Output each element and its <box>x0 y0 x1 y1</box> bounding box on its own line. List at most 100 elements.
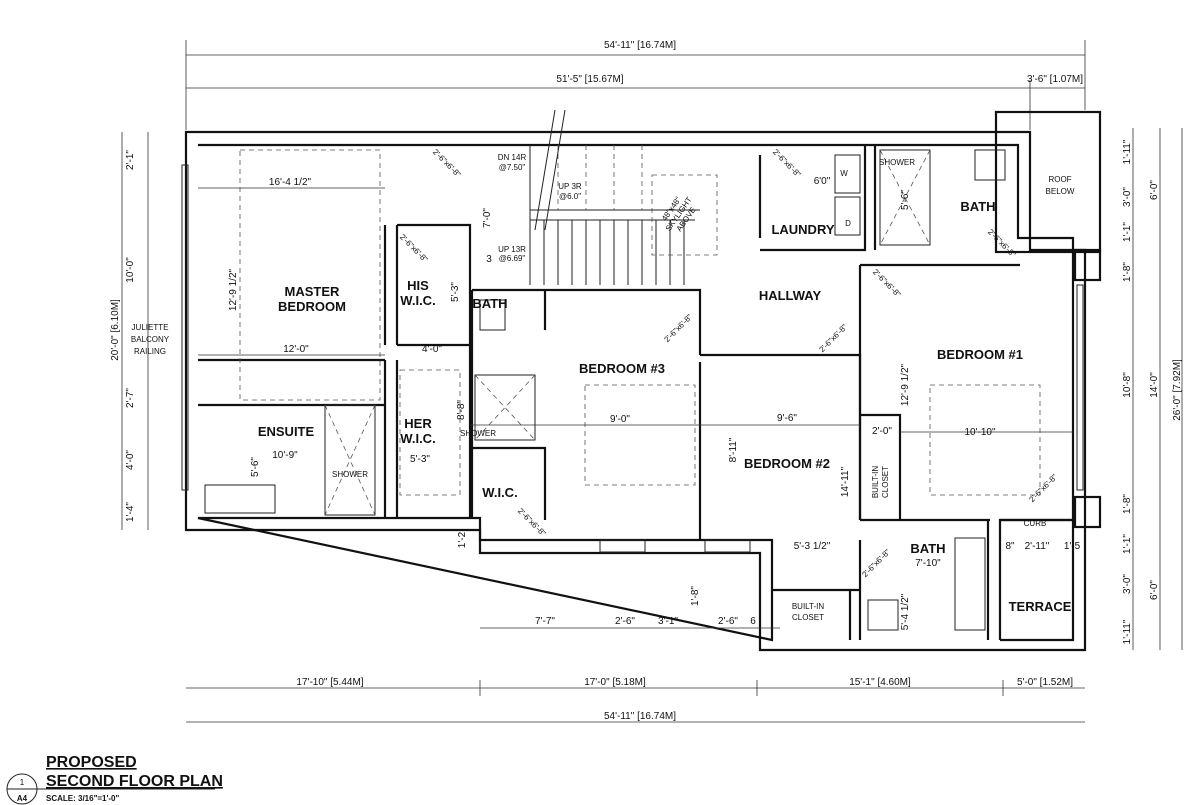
door-tag: 2'-6"x6'-8" <box>1027 472 1059 504</box>
stair-up2-2: @6.69" <box>499 254 526 263</box>
stair-notes: DN 14R @7.50" UP 3R @6.0" UP 13R @6.69" … <box>498 153 698 263</box>
dim-bottom-inner-2: 2'-6" <box>615 616 635 627</box>
dim-stair-d: 7'-0" <box>482 208 493 228</box>
top-dimensions: 54'-11" [16.74M] 51'-5" [15.67M] 3'-6" [… <box>185 40 1086 130</box>
dim-top-right: 3'-6" [1.07M] <box>1027 74 1083 85</box>
dim-left-4: 4'-0" <box>125 450 136 470</box>
door-tag: 2'-6"x6'-8" <box>871 267 903 299</box>
dim-bed3-w: 9'-0" <box>610 414 630 425</box>
room-labels: MASTER BEDROOM HIS W.I.C. HER W.I.C. ENS… <box>131 158 1075 622</box>
dim-bottom-1: 17'-10" [5.44M] <box>296 677 363 688</box>
label-his-wic-2: W.I.C. <box>400 293 435 308</box>
door-tag: 2'-6"x6'-8" <box>860 547 892 579</box>
label-built-in-closet-2: BUILT-IN <box>792 602 825 611</box>
dim-left-5: 1'-4" <box>125 502 136 522</box>
dim-her-wic-d: 8'-8" <box>456 400 467 420</box>
dim-right-3: 1'-1" <box>1122 222 1133 242</box>
dim-bed2-d2: 14'-11" <box>840 466 851 497</box>
dim-master-depth: 12'-9 1/2" <box>228 268 239 311</box>
detail-number: 1 <box>20 778 25 787</box>
label-curb: CURB <box>1024 519 1047 528</box>
stair-up1: UP 3R <box>558 182 582 191</box>
dim-laundry-door: 6'0" <box>814 176 831 187</box>
label-washer: W <box>840 169 848 178</box>
label-bedroom-2: BEDROOM #2 <box>744 456 830 471</box>
label-bath-bottom-dim: 7'-10" <box>915 558 941 569</box>
dim-bottom-inner-1: 7'-7" <box>535 616 555 627</box>
title-line-2: SECOND FLOOR PLAN <box>46 773 223 790</box>
dim-right-mid-1: 6'-0" <box>1149 180 1160 200</box>
dim-right-2: 3'-0" <box>1122 187 1133 207</box>
label-master-bedroom-2: BEDROOM <box>278 299 346 314</box>
label-his-wic: HIS <box>407 278 429 293</box>
dim-his-wic-d: 5'-3" <box>450 282 461 302</box>
dim-master-12: 12'-0" <box>283 344 309 355</box>
right-dimensions: 1'-11" 3'-0" 1'-1" 1'-8" 10'-8" 1'-8" 1'… <box>1122 128 1183 650</box>
label-bath-bottom: BATH <box>910 541 945 556</box>
dim-right-mid-2: 14'-0" <box>1149 372 1160 398</box>
dim-bottom-inner-4: 2'-6" <box>718 616 738 627</box>
label-bath-hall: BATH <box>472 296 507 311</box>
door-tag: 2'-6"x6'-8" <box>986 227 1018 259</box>
dim-bed1-d: 12'-9 1/2" <box>900 363 911 406</box>
dim-bottom-4: 5'-0" [1.52M] <box>1017 677 1073 688</box>
fixtures <box>204 149 1041 631</box>
dim-bath-b-d: 5'-4 1/2" <box>900 593 911 630</box>
dim-closet-w: 2'-0" <box>872 426 892 437</box>
interior-dimensions: 16'-4 1/2" 12'-9 1/2" 12'-0" 4'-0" 10'-9… <box>198 176 1081 630</box>
label-juliette-3: RAILING <box>134 347 166 356</box>
dim-bed1-w: 10'-10" <box>964 427 995 438</box>
dim-master-width: 16'-4 1/2" <box>269 177 312 188</box>
bottom-dimensions: 7'-7" 2'-6" 3'-1" 2'-6" 6 1'-8" 17'-10" … <box>186 586 1085 723</box>
dim-bottom-overall: 54'-11" [16.74M] <box>604 711 676 722</box>
dim-bottom-inner-6: 1'-8" <box>690 586 701 606</box>
dim-bottom-inner-5: 6 <box>750 616 756 627</box>
dim-left-small: 1'-2 <box>457 531 468 548</box>
label-terrace: TERRACE <box>1009 599 1072 614</box>
dim-right-mid-3: 6'-0" <box>1149 580 1160 600</box>
door-tag: 2'-6"x6'-8" <box>817 322 849 354</box>
stair-up1-2: @6.0" <box>559 192 581 201</box>
dim-left-2: 10'-0" <box>125 257 136 283</box>
label-wic: W.I.C. <box>482 485 517 500</box>
dim-left-overall: 20'-0" [6.10M] <box>110 299 121 361</box>
dim-bed2-w: 9'-6" <box>777 413 797 424</box>
label-her-wic: HER <box>404 416 432 431</box>
drawing-title: 1 A4 PROPOSED SECOND FLOOR PLAN SCALE: 3… <box>6 754 223 805</box>
label-juliette: JULIETTE <box>132 323 169 332</box>
dim-wic-4: 4'-0" <box>422 344 442 355</box>
dim-bottom-3: 15'-1" [4.60M] <box>849 677 911 688</box>
dim-right-5: 10'-8" <box>1122 372 1133 398</box>
label-bath-top-shower: SHOWER <box>879 158 915 167</box>
windows <box>181 164 1084 553</box>
label-built-in-closet-1b: CLOSET <box>881 466 890 498</box>
door-tag: 2'-6"x6'-8" <box>516 506 548 538</box>
walls <box>184 110 1102 652</box>
label-roof-below: ROOF <box>1048 175 1071 184</box>
label-built-in-closet-2b: CLOSET <box>792 613 824 622</box>
dim-her-wic-w: 5'-3" <box>410 454 430 465</box>
dim-shower-d: 5'-6" <box>900 190 911 210</box>
door-tag: 2'-6"x6'-8" <box>771 147 803 179</box>
stair-dn: DN 14R <box>498 153 527 162</box>
door-tag: 2'-6"x6'-8" <box>398 232 430 264</box>
stair-dn-2: @7.50" <box>499 163 526 172</box>
dim-ensuite-d: 5'-6" <box>250 457 261 477</box>
dim-right-8: 3'-0" <box>1122 574 1133 594</box>
title-scale: SCALE: 3/16"=1'-0" <box>46 794 120 803</box>
label-master-bedroom: MASTER <box>285 284 341 299</box>
dim-bottom-inner-3: 3'-1" <box>658 616 678 627</box>
label-bedroom-3: BEDROOM #3 <box>579 361 665 376</box>
sheet-number: A4 <box>17 794 28 803</box>
label-hallway: HALLWAY <box>759 288 822 303</box>
dim-bed2-d: 8'-11" <box>728 437 739 462</box>
label-built-in-closet-1: BUILT-IN <box>871 466 880 499</box>
label-bath-hall-shower: SHOWER <box>460 429 496 438</box>
dim-right-overall: 26'-0" [7.92M] <box>1172 359 1183 421</box>
dim-terrace-1: 8" <box>1005 541 1015 552</box>
dim-right-9: 1'-11" <box>1122 619 1133 644</box>
label-dryer: D <box>845 219 851 228</box>
dim-right-6: 1'-8" <box>1122 494 1133 514</box>
dim-right-4: 1'-8" <box>1122 262 1133 282</box>
dim-left-1: 2'-1" <box>125 150 136 170</box>
